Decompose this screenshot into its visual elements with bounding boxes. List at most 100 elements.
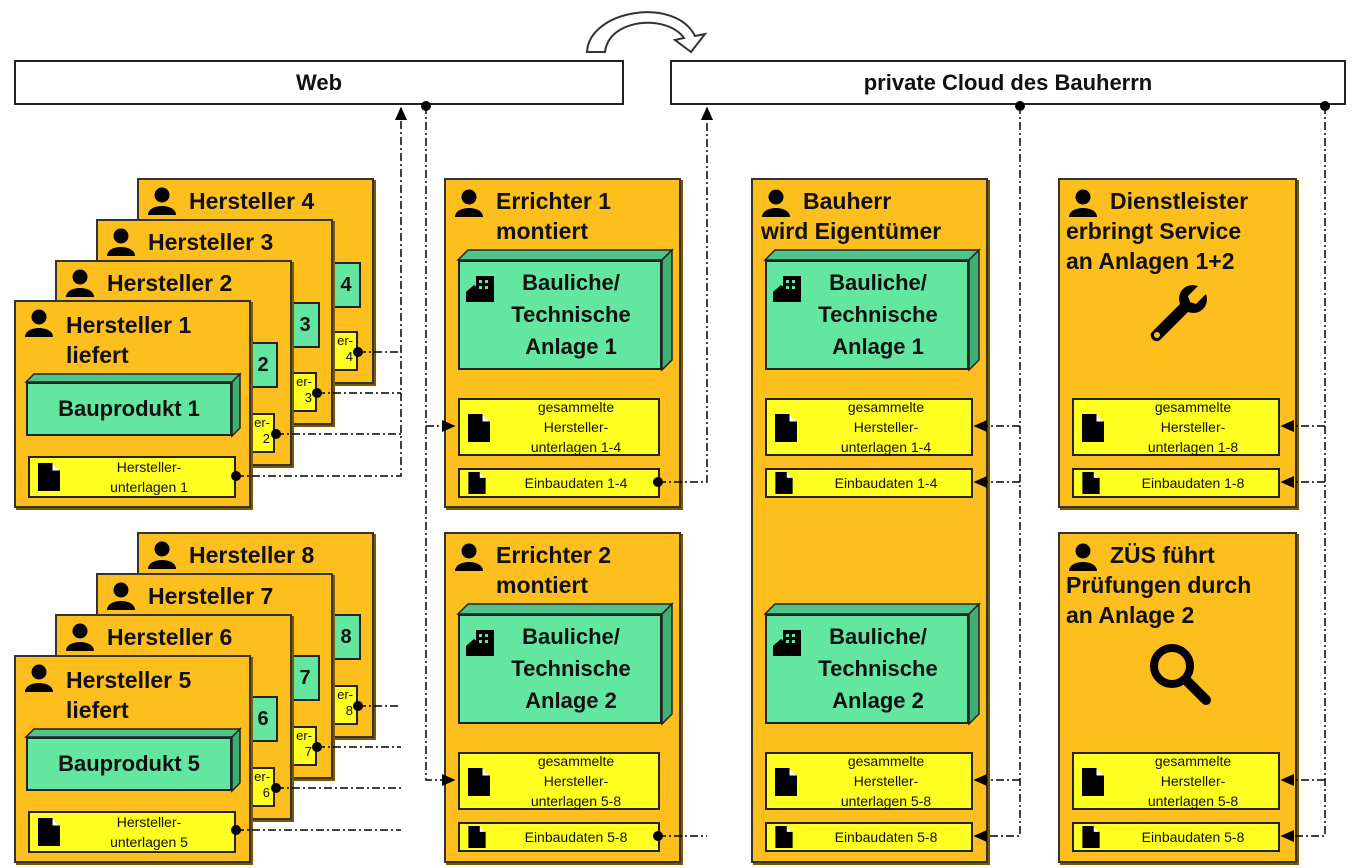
bauprodukt-1-box: Bauprodukt 1 (24, 372, 242, 438)
herstellerunterlagen-1-doc: Hersteller- unterlagen 1 (28, 456, 236, 498)
product-8-number: 8 (331, 614, 361, 660)
document-icon (1082, 768, 1104, 796)
bauprodukt-5-box: Bauprodukt 5 (24, 727, 242, 793)
bauherr-title: Bauherr (803, 188, 892, 214)
einbaudaten-5-8-text: Einbaudaten 5-8 (524, 829, 628, 845)
doc-3-tab: er- 3 (292, 372, 317, 412)
person-icon (455, 543, 483, 571)
herstellerunterlagen-5-text: Hersteller- unterlagen 5 (110, 814, 188, 850)
dienstleister-subtitle-2: an Anlagen 1+2 (1066, 248, 1235, 274)
hersteller-5-subtitle: liefert (66, 697, 129, 723)
cloud-bar: private Cloud des Bauherrn (670, 60, 1346, 105)
zues-title: ZÜS führt (1110, 542, 1215, 568)
bauherr-gesammelte-5-8-doc: gesammelte Hersteller- unterlagen 5-8 (765, 752, 973, 810)
product-4-number: 4 (331, 262, 361, 308)
hersteller-5-card: Hersteller 5 liefert Bauprodukt 5 Herste… (14, 655, 251, 863)
zues-subtitle-2: an Anlage 2 (1066, 602, 1195, 628)
zues-gesammelte-5-8-text: gesammelte Hersteller- unterlagen 5-8 (1147, 753, 1239, 809)
zues-gesammelte-5-8-doc: gesammelte Hersteller- unterlagen 5-8 (1072, 752, 1280, 810)
bauherr-einbaudaten-1-4-text: Einbaudaten 1-4 (834, 475, 938, 491)
building-icon (466, 276, 494, 302)
herstellerunterlagen-1-text: Hersteller- unterlagen 1 (110, 459, 188, 495)
document-icon (775, 414, 797, 442)
document-icon (775, 826, 793, 848)
person-icon (148, 541, 176, 569)
doc-4-tab: er- 4 (333, 331, 358, 371)
einbaudaten-1-4-doc: Einbaudaten 1-4 (458, 468, 660, 498)
zues-einbaudaten-5-8-text: Einbaudaten 5-8 (1141, 829, 1245, 845)
doc-2-tab: er- 2 (250, 413, 275, 453)
web-label: Web (295, 69, 343, 95)
document-icon (38, 463, 60, 491)
person-icon (148, 187, 176, 215)
person-icon (66, 623, 94, 651)
zues-einbaudaten-5-8-doc: Einbaudaten 5-8 (1072, 822, 1280, 852)
person-icon (762, 189, 790, 217)
doc-8-tab: er- 8 (333, 685, 358, 725)
errichter-1-title: Errichter 1 (496, 188, 612, 214)
dienstleister-subtitle: erbringt Service (1066, 218, 1242, 244)
errichter-2-title: Errichter 2 (496, 542, 612, 568)
hersteller-7-title: Hersteller 7 (148, 583, 274, 609)
zues-card: ZÜS führt Prüfungen durch an Anlage 2 ge… (1058, 532, 1297, 863)
document-icon (1082, 414, 1104, 442)
box-3d-shape (24, 727, 242, 793)
errichter-1-subtitle: montiert (496, 218, 588, 244)
product-2-number: 2 (248, 342, 278, 388)
bauherr-anlage-2-box: Bauliche/ Technische Anlage 2 (763, 602, 981, 726)
hersteller-5-title: Hersteller 5 (66, 667, 192, 693)
document-icon (38, 818, 60, 846)
document-icon (468, 826, 486, 848)
dienstleister-title: Dienstleister (1110, 188, 1249, 214)
product-7-number: 7 (290, 655, 320, 701)
bauherr-anlage-1-label: Bauliche/ Technische Anlage 1 (765, 260, 969, 370)
building-icon (466, 630, 494, 656)
gesammelte-1-4-text: gesammelte Hersteller- unterlagen 1-4 (530, 399, 622, 455)
dienstleister-einbaudaten-1-8-text: Einbaudaten 1-8 (1141, 475, 1245, 491)
person-icon (455, 189, 483, 217)
document-icon (1082, 472, 1100, 494)
person-icon (107, 582, 135, 610)
dienstleister-gesammelte-1-8-doc: gesammelte Hersteller- unterlagen 1-8 (1072, 398, 1280, 456)
bauherr-subtitle: wird Eigentümer (761, 218, 942, 244)
bauherr-einbaudaten-1-4-doc: Einbaudaten 1-4 (765, 468, 973, 498)
einbaudaten-1-4-text: Einbaudaten 1-4 (524, 475, 628, 491)
document-icon (468, 472, 486, 494)
doc-6-tab: er- 6 (250, 767, 275, 807)
document-icon (468, 768, 490, 796)
errichter-2-card: Errichter 2 montiert Bauliche/ Technisch… (444, 532, 681, 863)
hersteller-8-title: Hersteller 8 (189, 542, 315, 568)
document-icon (775, 472, 793, 494)
herstellerunterlagen-5-doc: Hersteller- unterlagen 5 (28, 811, 236, 853)
bauherr-gesammelte-1-4-text: gesammelte Hersteller- unterlagen 1-4 (840, 399, 932, 455)
cloud-label: private Cloud des Bauherrn (863, 69, 1153, 95)
errichter-2-subtitle: montiert (496, 572, 588, 598)
bauherr-gesammelte-5-8-text: gesammelte Hersteller- unterlagen 5-8 (840, 753, 932, 809)
anlage-1-box: Bauliche/ Technische Anlage 1 (456, 248, 674, 372)
hersteller-1-title: Hersteller 1 (66, 312, 192, 338)
person-icon (1069, 189, 1097, 217)
document-icon (775, 768, 797, 796)
gesammelte-5-8-doc: gesammelte Hersteller- unterlagen 5-8 (458, 752, 660, 810)
einbaudaten-5-8-doc: Einbaudaten 5-8 (458, 822, 660, 852)
anlage-2-box: Bauliche/ Technische Anlage 2 (456, 602, 674, 726)
product-3-number: 3 (290, 302, 320, 348)
person-icon (25, 309, 53, 337)
web-bar: Web (14, 60, 624, 105)
bauherr-einbaudaten-5-8-doc: Einbaudaten 5-8 (765, 822, 973, 852)
zues-subtitle: Prüfungen durch (1066, 572, 1252, 598)
bauherr-einbaudaten-5-8-text: Einbaudaten 5-8 (834, 829, 938, 845)
document-icon (1082, 826, 1100, 848)
hersteller-6-title: Hersteller 6 (107, 624, 233, 650)
person-icon (25, 664, 53, 692)
dienstleister-einbaudaten-1-8-doc: Einbaudaten 1-8 (1072, 468, 1280, 498)
hersteller-3-title: Hersteller 3 (148, 229, 274, 255)
transfer-arrow-icon (585, 11, 708, 54)
errichter-1-card: Errichter 1 montiert Bauliche/ Technisch… (444, 178, 681, 508)
dienstleister-gesammelte-1-8-text: gesammelte Hersteller- unterlagen 1-8 (1147, 399, 1239, 455)
doc-7-tab: er- 7 (292, 726, 317, 766)
gesammelte-5-8-text: gesammelte Hersteller- unterlagen 5-8 (530, 753, 622, 809)
magnifier-icon (1150, 644, 1211, 705)
bauprodukt-1-label: Bauprodukt 1 (26, 382, 232, 436)
building-icon (773, 276, 801, 302)
